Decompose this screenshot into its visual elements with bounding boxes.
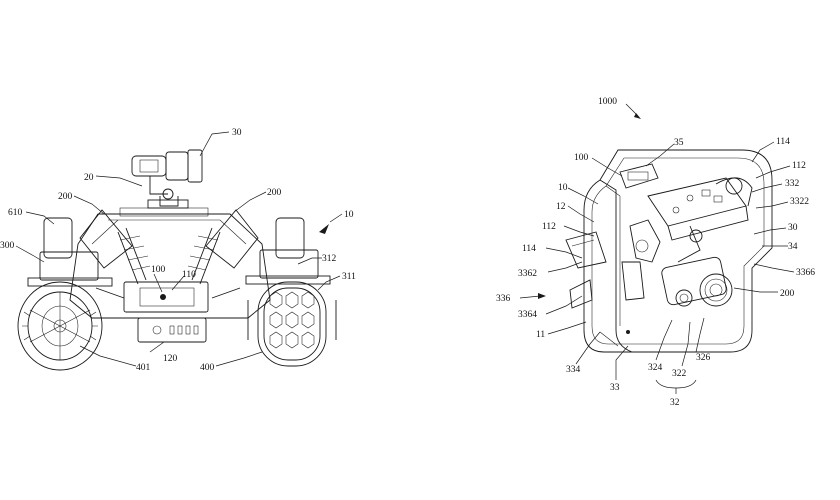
ref-200: 200 xyxy=(780,289,795,299)
ref-10: 10 xyxy=(344,210,354,220)
ref-114-top: 114 xyxy=(776,137,790,147)
right-figure-gimbal-frame: 1000 35 100 114 112 10 332 12 3322 112 3… xyxy=(496,97,815,408)
ref-10: 10 xyxy=(558,183,568,193)
ref-322: 322 xyxy=(672,369,687,379)
ref-100: 100 xyxy=(574,153,589,163)
ref-3364: 3364 xyxy=(518,310,537,320)
leader-lines-left xyxy=(16,132,342,366)
ref-200-right: 200 xyxy=(267,188,282,198)
ref-32: 32 xyxy=(670,398,680,408)
ref-400: 400 xyxy=(200,363,215,373)
reference-numerals-left: 30 20 200 200 610 10 300 312 311 100 110… xyxy=(0,128,356,373)
ref-33: 33 xyxy=(610,383,620,393)
suspension-left xyxy=(80,210,258,298)
ref-312: 312 xyxy=(322,254,337,264)
camera-gimbal-left xyxy=(132,150,202,208)
ref-300: 300 xyxy=(0,241,15,251)
ref-401: 401 xyxy=(136,363,151,373)
ref-112-left: 112 xyxy=(542,222,556,232)
ref-610: 610 xyxy=(8,208,23,218)
ref-120: 120 xyxy=(163,354,178,364)
chassis-left xyxy=(70,208,270,342)
ref-200-left: 200 xyxy=(58,192,73,202)
ref-35: 35 xyxy=(674,138,684,148)
ref-3362: 3362 xyxy=(518,269,537,279)
ref-34: 34 xyxy=(788,242,798,252)
ref-112-top: 112 xyxy=(792,161,806,171)
ref-12: 12 xyxy=(556,202,566,212)
ref-324: 324 xyxy=(648,363,663,373)
ref-100: 100 xyxy=(151,265,166,275)
ref-3366: 3366 xyxy=(796,268,815,278)
ref-20: 20 xyxy=(84,173,94,183)
top-module-right xyxy=(620,164,748,240)
ref-326: 326 xyxy=(696,353,711,363)
ref-30: 30 xyxy=(788,223,798,233)
wheel-module-left xyxy=(18,218,112,370)
ref-1000: 1000 xyxy=(598,97,617,107)
frame-brackets-right xyxy=(566,232,630,346)
ref-30: 30 xyxy=(232,128,242,138)
ref-11: 11 xyxy=(536,330,545,340)
left-figure-robot-vehicle: 30 20 200 200 610 10 300 312 311 100 110… xyxy=(0,128,356,373)
ref-336: 336 xyxy=(496,294,511,304)
ref-334: 334 xyxy=(566,365,581,375)
ref-332: 332 xyxy=(785,179,800,189)
ref-311: 311 xyxy=(342,272,356,282)
ref-110: 110 xyxy=(182,270,196,280)
ref-114-left: 114 xyxy=(522,244,536,254)
wheel-module-right xyxy=(246,218,336,366)
ref-3322: 3322 xyxy=(790,197,809,207)
